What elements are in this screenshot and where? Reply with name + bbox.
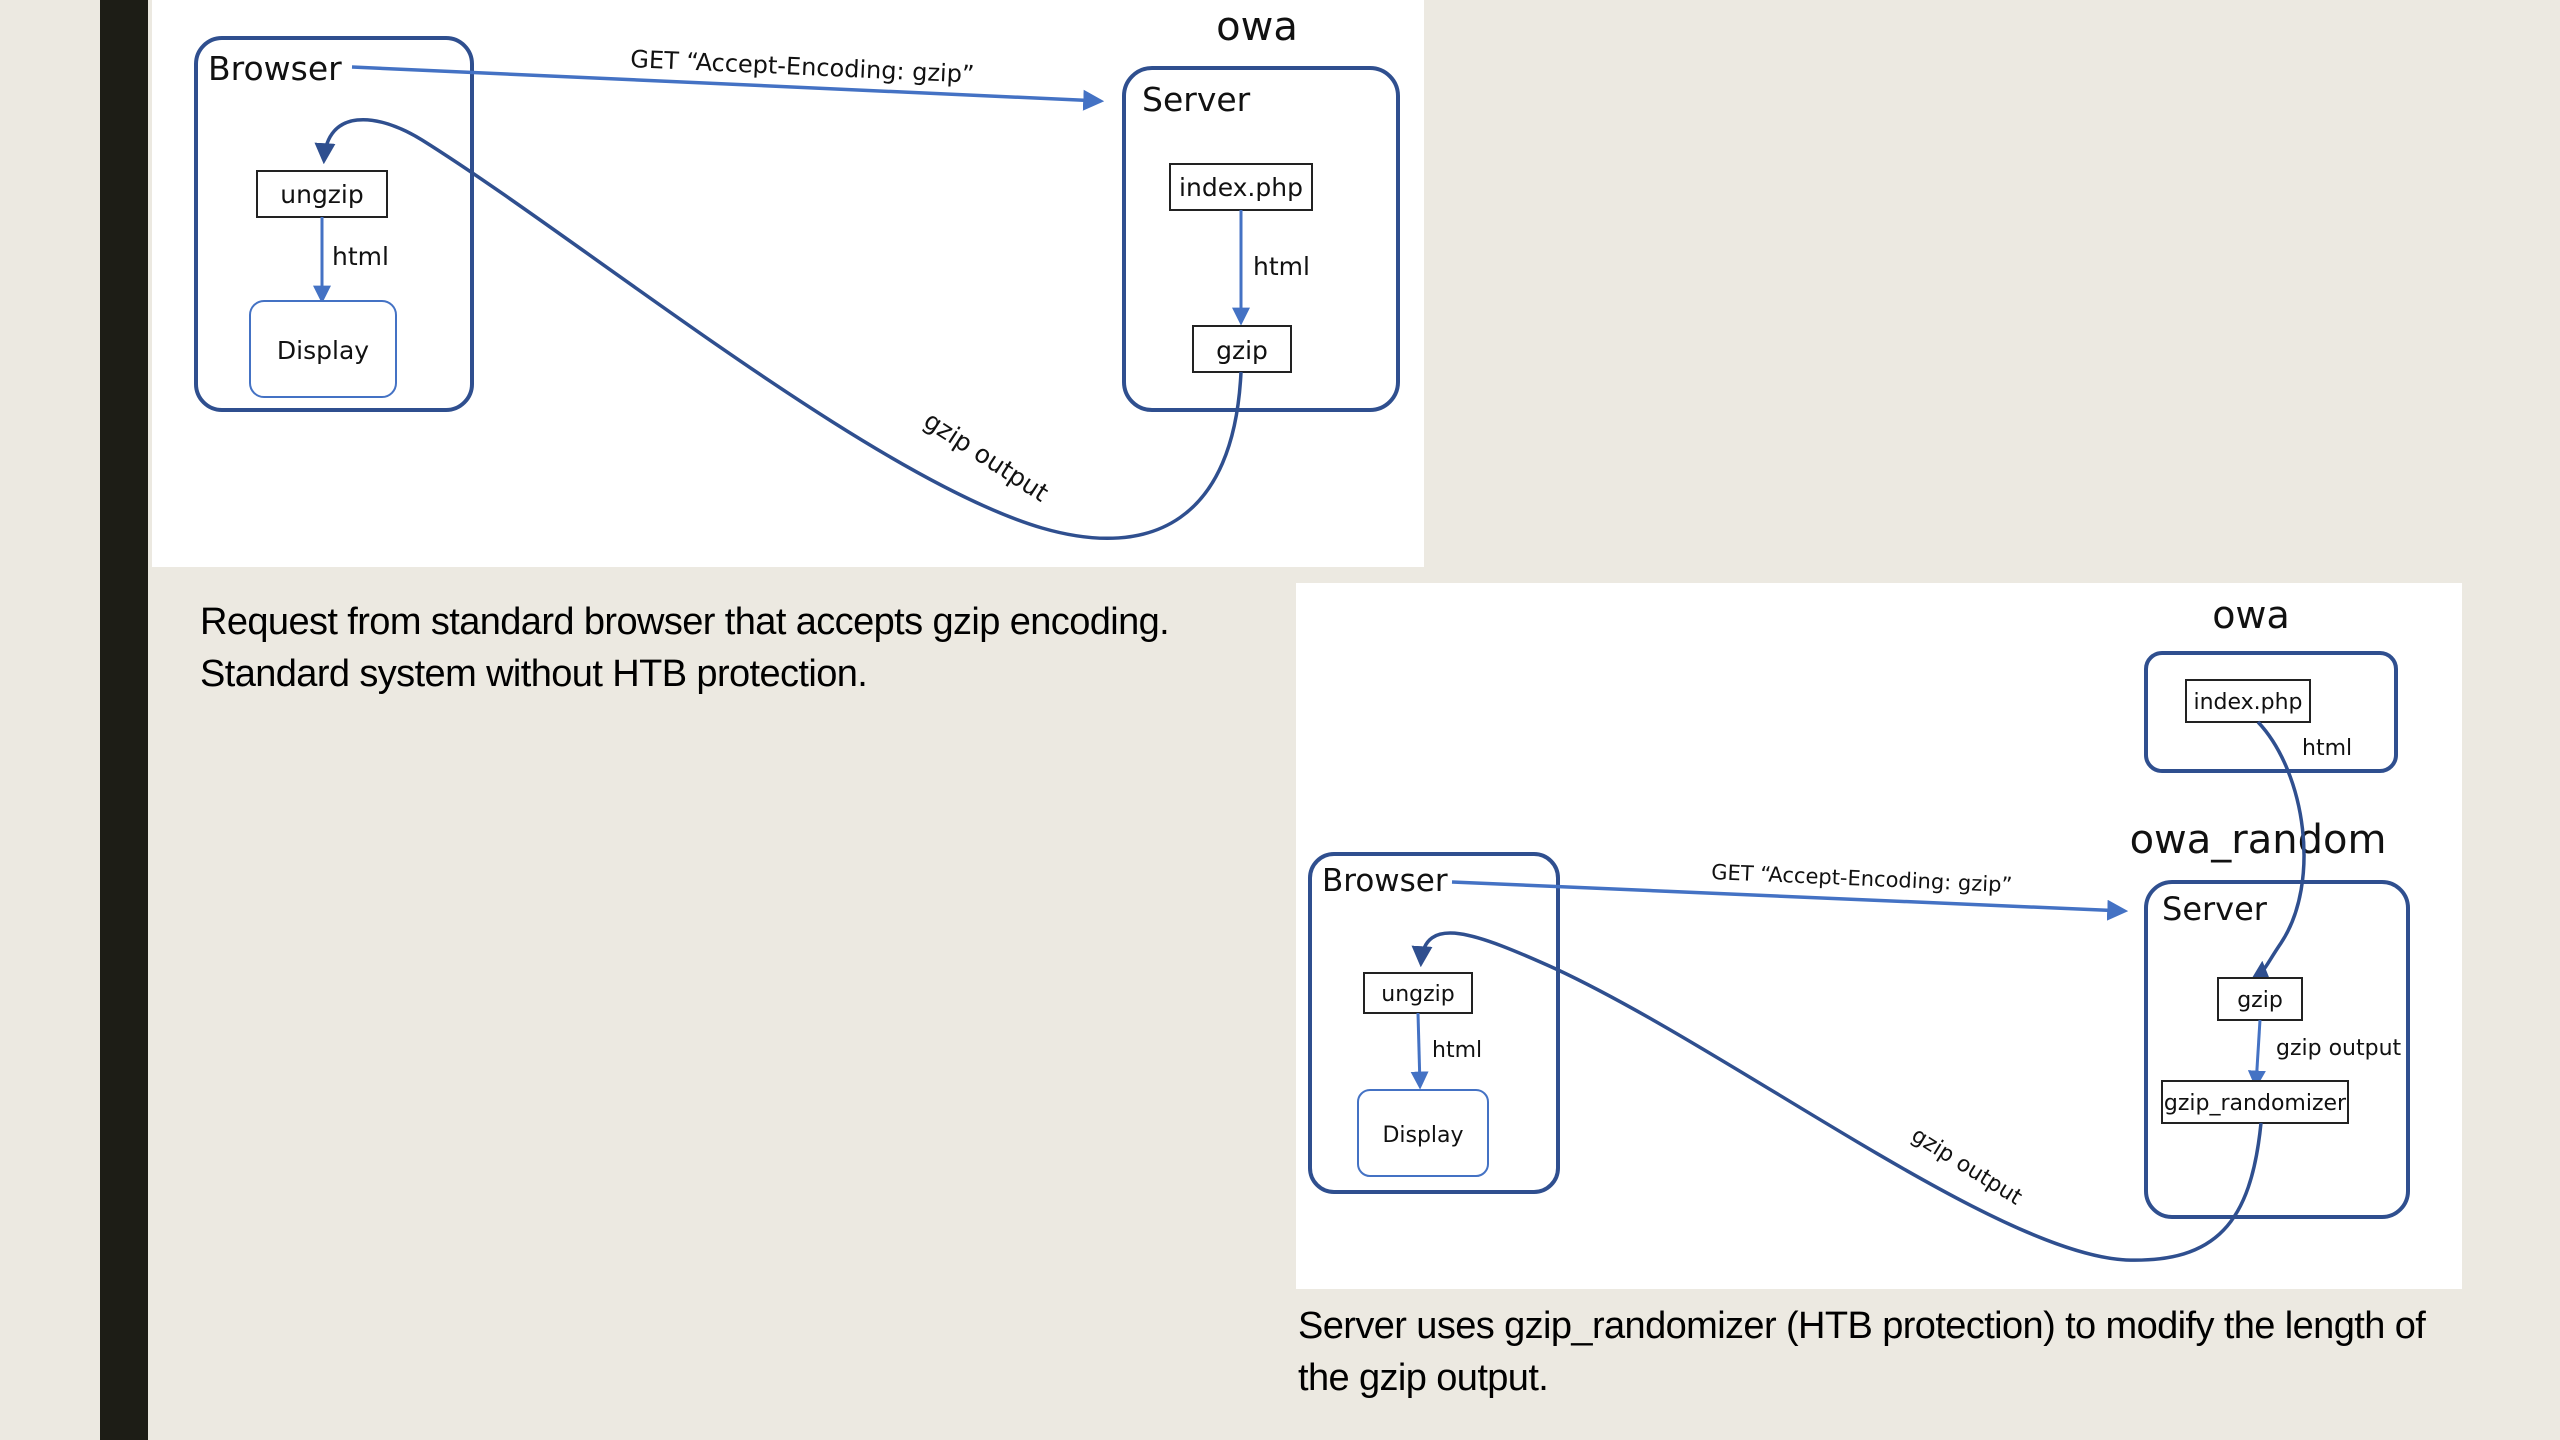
server-label: Server bbox=[1142, 80, 1251, 119]
browser-html-label: html bbox=[332, 242, 389, 271]
left-accent-bar bbox=[100, 0, 148, 1440]
browser-container bbox=[1308, 852, 1560, 1194]
gzip-box bbox=[1192, 325, 1292, 373]
gzip-label: gzip bbox=[1216, 336, 1268, 365]
diagram-top: owa Browser ungzip html Display Server i… bbox=[194, 4, 1400, 541]
display-box bbox=[1357, 1089, 1489, 1177]
browser-label: Browser bbox=[208, 49, 342, 88]
response-label: gzip output bbox=[919, 406, 1054, 508]
gzip-box bbox=[2217, 977, 2303, 1021]
server-html-label: html bbox=[1253, 252, 1310, 281]
caption-top-line2: Standard system without HTB protection. bbox=[200, 653, 868, 695]
ungzip-label: ungzip bbox=[1381, 982, 1454, 1007]
randomizer-label: gzip_randomizer bbox=[2164, 1091, 2347, 1116]
request-arrow bbox=[351, 65, 1105, 111]
ungzip-label: ungzip bbox=[280, 180, 364, 209]
diagram-bottom: owa index.php html owa_random Server gzi… bbox=[1308, 593, 2410, 1262]
index-php-box bbox=[1169, 163, 1313, 211]
diagram-top-panel: owa Browser ungzip html Display Server i… bbox=[152, 0, 1424, 567]
caption-bottom-line2: the gzip output. bbox=[1298, 1357, 1549, 1399]
gzip-output-arrow bbox=[2247, 1019, 2266, 1089]
randomizer-box bbox=[2161, 1080, 2349, 1124]
index-php-box bbox=[2185, 679, 2311, 723]
server-container bbox=[2144, 880, 2410, 1219]
response-curve bbox=[1411, 931, 2263, 1262]
owa-label: owa bbox=[2212, 593, 2290, 637]
index-php-label: index.php bbox=[1179, 173, 1303, 202]
caption-bottom-line1: Server uses gzip_randomizer (HTB protect… bbox=[1298, 1305, 2426, 1347]
server-container bbox=[1122, 66, 1400, 412]
display-label: Display bbox=[1382, 1123, 1463, 1148]
caption-top: Request from standard browser that accep… bbox=[200, 596, 1320, 700]
gzip-label: gzip bbox=[2237, 988, 2283, 1013]
gzip-output-label: gzip output bbox=[2276, 1036, 2402, 1061]
index-html-curve bbox=[2250, 720, 2306, 983]
caption-top-line1: Request from standard browser that accep… bbox=[200, 601, 1170, 643]
display-box bbox=[249, 300, 397, 398]
browser-label: Browser bbox=[1322, 863, 1448, 899]
browser-html-arrow bbox=[1410, 1012, 1429, 1090]
diagram-bottom-panel: owa index.php html owa_random Server gzi… bbox=[1296, 583, 2462, 1289]
response-curve bbox=[314, 117, 1243, 541]
caption-bottom: Server uses gzip_randomizer (HTB protect… bbox=[1298, 1300, 2548, 1404]
owa-random-label: owa_random bbox=[2130, 817, 2387, 863]
browser-html-label: html bbox=[1432, 1038, 1482, 1063]
display-label: Display bbox=[277, 336, 369, 365]
index-php-label: index.php bbox=[2193, 690, 2302, 715]
request-label: GET “Accept-Encoding: gzip” bbox=[1711, 860, 2013, 897]
index-html-label: html bbox=[2302, 736, 2352, 761]
server-label: Server bbox=[2162, 890, 2268, 928]
request-arrow bbox=[1451, 880, 2129, 921]
browser-container bbox=[194, 36, 474, 412]
region-title-owa: owa bbox=[1216, 4, 1298, 50]
response-label: gzip output bbox=[1907, 1123, 2027, 1211]
owa-container bbox=[2144, 651, 2398, 773]
